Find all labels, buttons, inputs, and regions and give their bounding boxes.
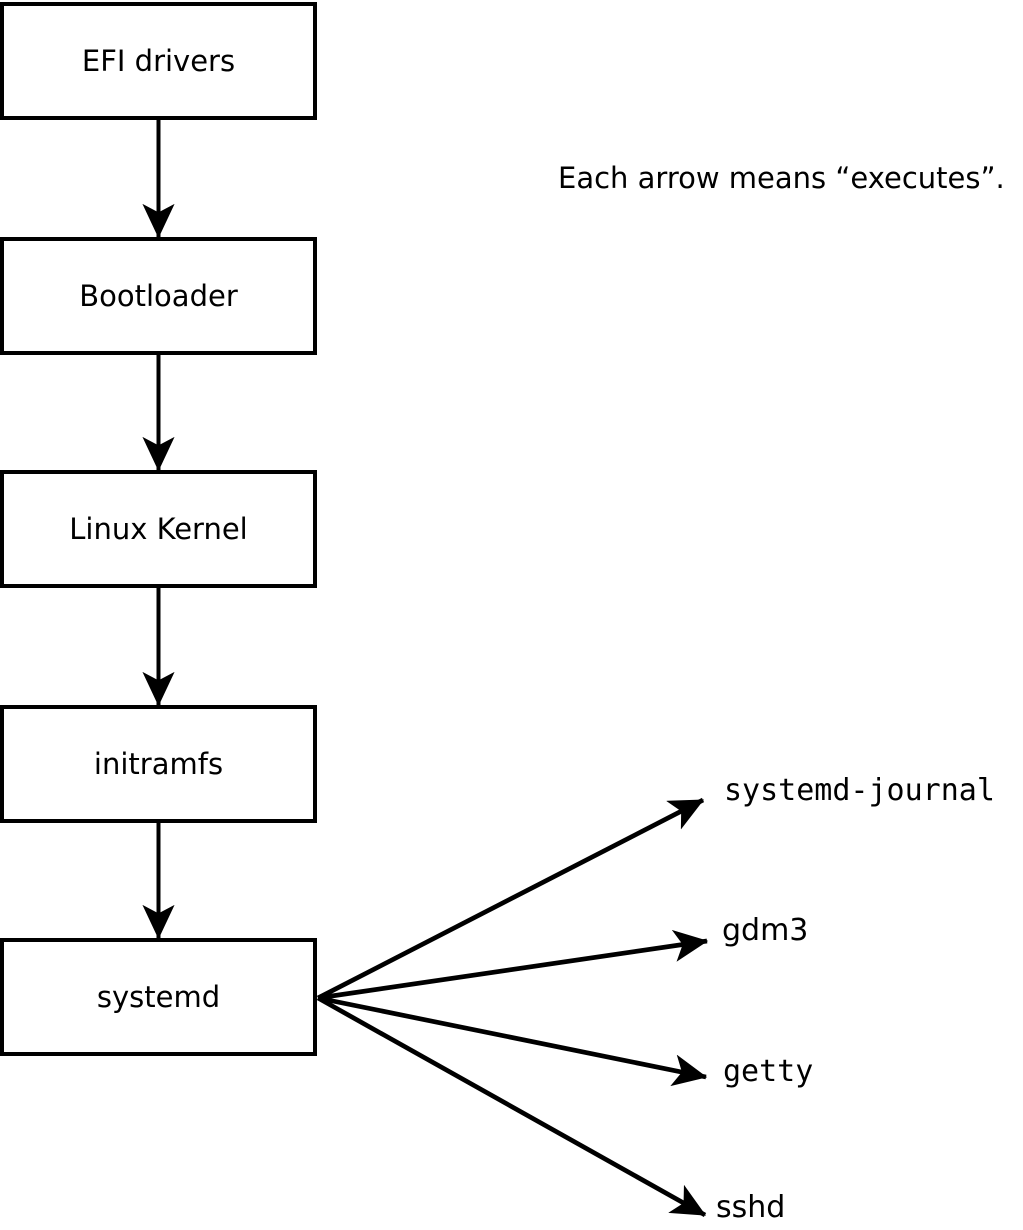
node-efi-drivers: EFI drivers xyxy=(0,2,317,120)
child-label-sshd: sshd xyxy=(716,1190,786,1225)
node-label: EFI drivers xyxy=(81,43,236,78)
child-label-gdm3: gdm3 xyxy=(722,913,809,948)
node-initramfs: initramfs xyxy=(0,705,317,823)
child-label-systemd-journal: systemd-journal xyxy=(724,773,995,808)
node-linux-kernel: Linux Kernel xyxy=(0,470,317,588)
arrow-systemd-to-journal xyxy=(316,797,705,1001)
node-bootloader: Bootloader xyxy=(0,237,317,355)
legend-note: Each arrow means “executes”. xyxy=(558,161,1005,195)
arrow-systemd-to-gdm3 xyxy=(317,941,707,1001)
node-label: Linux Kernel xyxy=(69,511,248,546)
node-label: systemd xyxy=(96,979,221,1014)
arrow-systemd-to-getty xyxy=(317,995,706,1077)
child-label-getty: getty xyxy=(723,1054,814,1089)
node-label: initramfs xyxy=(93,746,224,781)
node-label: Bootloader xyxy=(79,278,238,313)
node-systemd: systemd xyxy=(0,938,317,1056)
arrow-systemd-to-sshd xyxy=(316,995,707,1218)
